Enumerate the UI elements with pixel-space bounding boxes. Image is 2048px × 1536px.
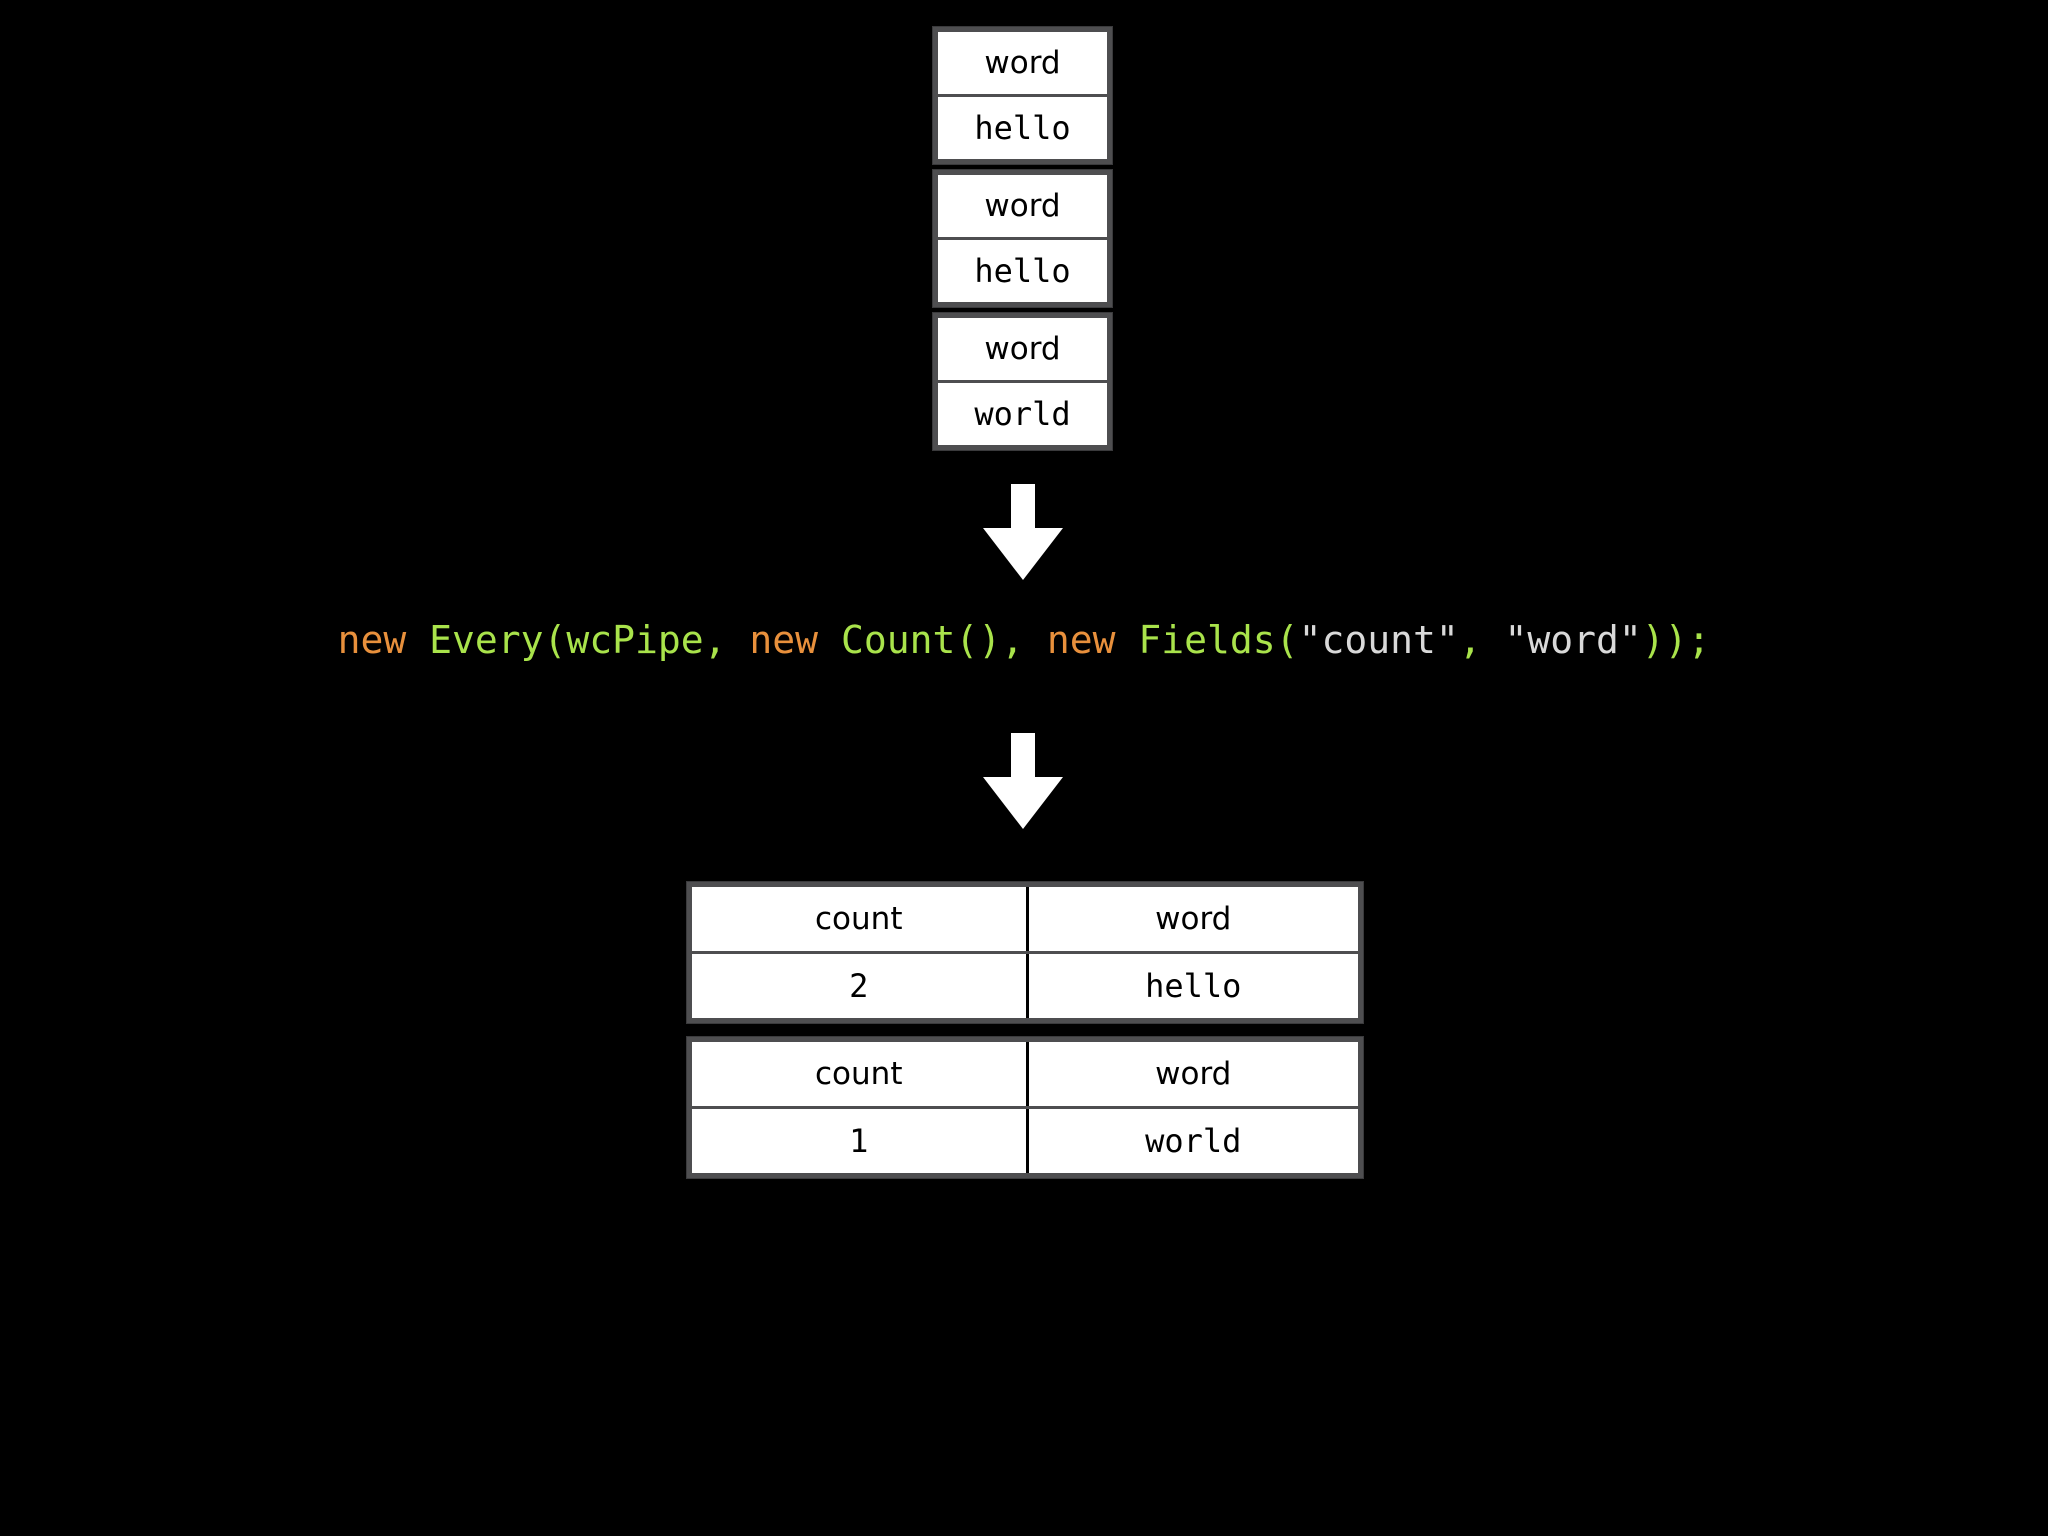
code-token-16: )); [1641, 618, 1711, 662]
output-tuple-1: count word 2 hello [686, 881, 1364, 1024]
output-tuple-1-header-count: count [692, 887, 1026, 951]
code-token-6 [818, 618, 841, 662]
output-tuple-2: count word 1 world [686, 1036, 1364, 1179]
code-line: new Every(wcPipe, new Count(), new Field… [0, 618, 2048, 662]
output-tuple-2-header-word: word [1028, 1042, 1358, 1106]
output-tuple-2-header-count: count [692, 1042, 1026, 1106]
input-tuple-1-value: hello [938, 97, 1107, 159]
code-token-11: Fields( [1138, 618, 1299, 662]
code-token-0: new [337, 618, 407, 662]
output-tuple-1-word-value: hello [1028, 954, 1358, 1018]
output-tuple-1-count-value: 2 [692, 954, 1026, 1018]
output-tuple-1-header-row: count word [692, 887, 1358, 951]
code-token-9: new [1046, 618, 1116, 662]
output-tuple-1-header-word: word [1028, 887, 1358, 951]
input-tuple-3: word world [932, 312, 1113, 451]
arrow-shaft [1011, 733, 1035, 779]
arrow-head [983, 528, 1063, 580]
output-tuple-2-header-row: count word [692, 1042, 1358, 1106]
arrow-down-icon [983, 733, 1063, 829]
output-tuple-2-value-row: 1 world [692, 1109, 1358, 1173]
input-tuple-stream: word hello word hello word world [932, 26, 1113, 451]
arrow-down-icon [983, 484, 1063, 580]
output-tuple-stream: count word 2 hello count word 1 world [686, 881, 1364, 1179]
input-tuple-1-header-row: word [938, 32, 1107, 94]
code-token-4: , [703, 618, 750, 662]
code-token-2: Every( [429, 618, 567, 662]
arrow-shaft [1011, 484, 1035, 530]
input-tuple-2-header-row: word [938, 175, 1107, 237]
code-token-8: , [1001, 618, 1047, 662]
input-tuple-2-value: hello [938, 240, 1107, 302]
output-tuple-2-word-value: world [1028, 1109, 1358, 1173]
output-tuple-2-count-value: 1 [692, 1109, 1026, 1173]
code-token-12: "count" [1298, 618, 1459, 662]
output-tuple-1-value-row: 2 hello [692, 954, 1358, 1018]
code-token-7: Count() [840, 618, 1002, 662]
input-tuple-3-value-row: world [938, 383, 1107, 445]
input-tuple-1: word hello [932, 26, 1113, 165]
input-tuple-2-field-label: word [938, 175, 1107, 237]
input-tuple-3-value: world [938, 383, 1107, 445]
arrow-head [983, 777, 1063, 829]
code-token-10 [1116, 618, 1139, 662]
input-tuple-2: word hello [932, 169, 1113, 308]
input-tuple-1-field-label: word [938, 32, 1107, 94]
input-tuple-2-value-row: hello [938, 240, 1107, 302]
input-tuple-3-header-row: word [938, 318, 1107, 380]
input-tuple-3-field-label: word [938, 318, 1107, 380]
code-token-13: , [1458, 618, 1482, 662]
code-token-5: new [749, 618, 819, 662]
code-token-3: wcPipe [566, 618, 704, 662]
code-token-1 [406, 618, 429, 662]
code-token-14 [1482, 618, 1505, 662]
code-token-15: "word" [1504, 618, 1642, 662]
input-tuple-1-value-row: hello [938, 97, 1107, 159]
